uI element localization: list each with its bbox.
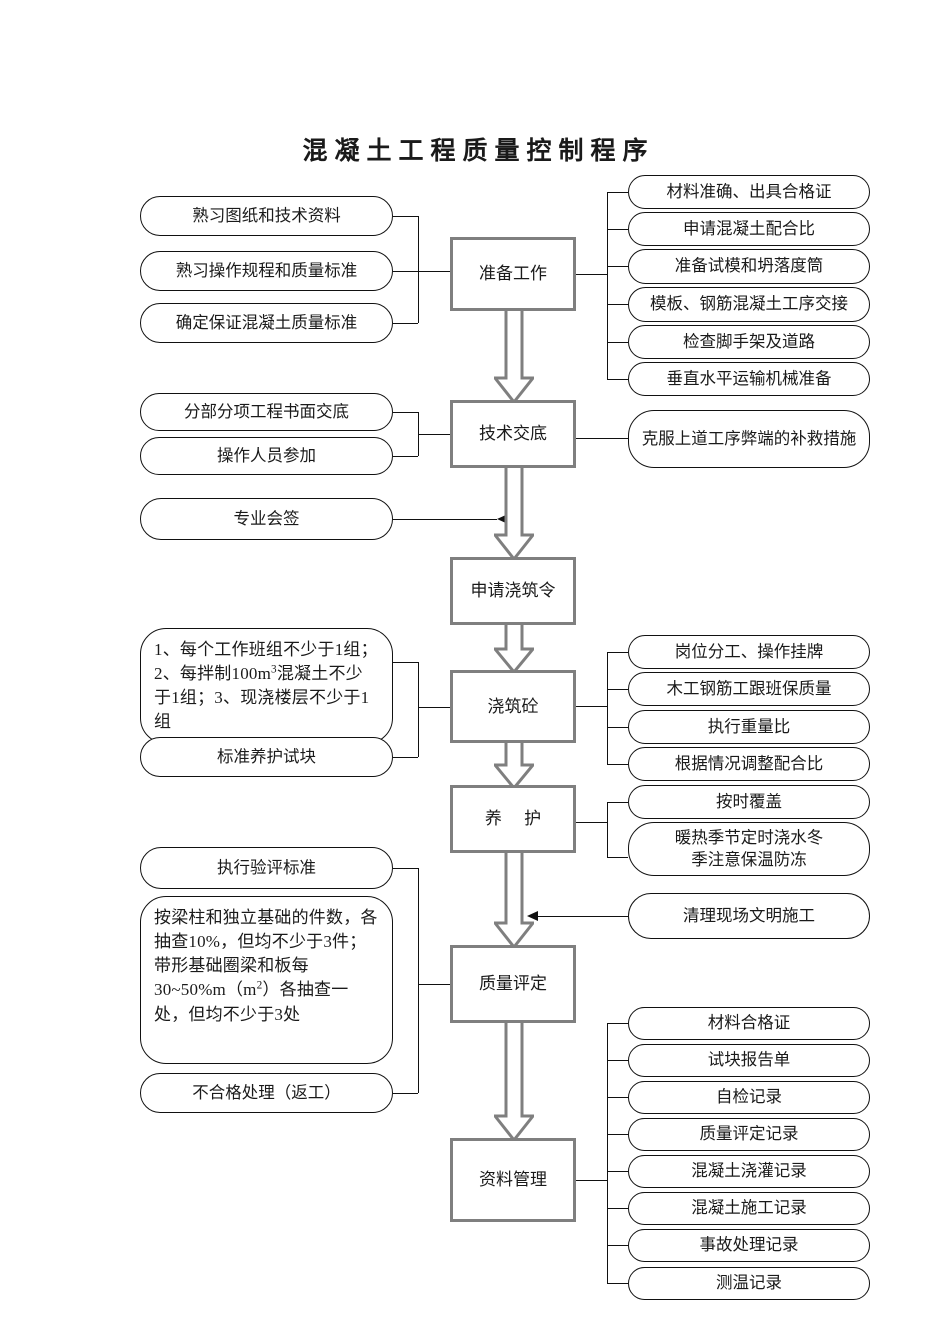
process-box-pour[interactable]: 浇筑砼 [450,670,576,743]
connector-left-prep-1 [393,216,418,217]
connector-left-prep-2 [393,271,450,272]
page-title: 混凝土工程质量控制程序 [302,138,655,165]
right-item-cure-1[interactable]: 按时覆盖 [628,785,870,819]
connector-right-archive-main [576,1180,607,1181]
connector-right-prep-6 [607,379,628,380]
connector-right-pour-main [576,706,607,707]
right-item-archive-2[interactable]: 试块报告单 [628,1044,870,1077]
right-item-archive-3[interactable]: 自检记录 [628,1081,870,1114]
connector-left-tech-main [418,434,450,435]
connector-right-cure-2 [607,857,628,858]
right-item-pour-2[interactable]: 木工钢筋工跟班保质量 [628,672,870,706]
right-item-prep-4[interactable]: 模板、钢筋混凝土工序交接 [628,287,870,322]
left-item-tech-1[interactable]: 分部分项工程书面交底 [140,393,393,431]
connector-right-prep-1 [607,192,628,193]
left-item-quality-3[interactable]: 不合格处理（返工） [140,1073,393,1113]
right-item-archive-8[interactable]: 测温记录 [628,1267,870,1300]
right-item-pour-1[interactable]: 岗位分工、操作挂牌 [628,635,870,669]
connector-left-prep-3 [393,323,418,324]
connector-right-prep-5 [607,342,628,343]
connector-right-pour-4 [607,764,628,765]
left-item-tech-2[interactable]: 操作人员参加 [140,437,393,475]
right-item-cure-2[interactable]: 暖热季节定时浇水冬季注意保温防冻 [628,822,870,876]
left-item-prep-3[interactable]: 确定保证混凝土质量标准 [140,303,393,343]
connector-left-pour-2 [393,757,418,758]
connector-right-pour-2 [607,689,628,690]
connector-right-archive-1 [607,1023,628,1024]
connector-left-tech-1 [393,412,418,413]
right-item-archive-6[interactable]: 混凝土施工记录 [628,1192,870,1225]
right-item-pour-4[interactable]: 根据情况调整配合比 [628,747,870,781]
connector-left-tech-spine [418,412,419,456]
connector-right-cure-spine [607,802,608,857]
connector-right-cure-main [576,822,607,823]
arrowhead-signoff [497,514,508,524]
block-arrow-cure-to-quality [494,850,534,949]
connector-left-tech-2 [393,456,418,457]
process-box-prep[interactable]: 准备工作 [450,237,576,311]
connector-right-prep-spine [607,192,608,379]
connector-right-archive-7 [607,1245,628,1246]
connector-left-quality-2 [393,1093,418,1094]
connector-right-pour-1 [607,652,628,653]
left-item-quality-1[interactable]: 执行验评标准 [140,847,393,889]
left-item-pour-2[interactable]: 标准养护试块 [140,737,393,777]
left-item-prep-2[interactable]: 熟习操作规程和质量标准 [140,251,393,291]
connector-right-archive-2 [607,1060,628,1061]
connector-cleanup-arrow [533,916,628,917]
connector-right-archive-spine [607,1023,608,1283]
right-item-archive-7[interactable]: 事故处理记录 [628,1229,870,1262]
connector-left-pour-1 [393,662,418,663]
connector-right-prep-main [576,274,607,275]
connector-right-pour-spine [607,652,608,764]
right-item-prep-3[interactable]: 准备试模和坍落度筒 [628,249,870,284]
connector-right-archive-4 [607,1134,628,1135]
block-arrow-pour-to-cure [494,740,534,790]
right-item-archive-1[interactable]: 材料合格证 [628,1007,870,1040]
left-item-prep-1[interactable]: 熟习图纸和技术资料 [140,196,393,236]
right-item-tech-1[interactable]: 克服上道工序弊端的补救措施 [628,410,870,468]
block-arrow-prep-to-tech [494,308,534,404]
connector-right-prep-4 [607,304,628,305]
connector-left-pour-main [418,707,450,708]
connector-left-pour-spine [418,662,419,757]
block-arrow-quality-to-archive [494,1020,534,1142]
connector-right-prep-2 [607,229,628,230]
right-item-pour-3[interactable]: 执行重量比 [628,710,870,744]
connector-left-prep-spine [418,216,419,323]
connector-right-pour-3 [607,727,628,728]
connector-left-quality-main [418,984,450,985]
left-item-quality-2[interactable]: 按梁柱和独立基础的件数，各抽查10%，但均不少于3件；带形基础圈梁和板每30~5… [140,896,393,1064]
arrowhead-cleanup [527,911,538,921]
process-box-archive[interactable]: 资料管理 [450,1138,576,1222]
process-box-quality[interactable]: 质量评定 [450,945,576,1023]
right-item-prep-5[interactable]: 检查脚手架及道路 [628,325,870,359]
process-box-apply[interactable]: 申请浇筑令 [450,557,576,625]
process-box-tech[interactable]: 技术交底 [450,400,576,468]
right-item-prep-6[interactable]: 垂直水平运输机械准备 [628,362,870,396]
connector-right-cure-1 [607,802,628,803]
connector-left-quality-spine [418,868,419,1093]
connector-right-archive-6 [607,1208,628,1209]
connector-right-tech-main [576,438,628,439]
right-item-prep-1[interactable]: 材料准确、出具合格证 [628,175,870,209]
block-arrow-apply-to-pour [494,622,534,674]
connector-right-archive-5 [607,1171,628,1172]
left-item-signoff[interactable]: 专业会签 [140,498,393,540]
right-item-archive-5[interactable]: 混凝土浇灌记录 [628,1155,870,1188]
connector-left-quality-1 [393,868,418,869]
right-item-archive-4[interactable]: 质量评定记录 [628,1118,870,1151]
connector-right-archive-3 [607,1097,628,1098]
connector-signoff-arrow [393,519,497,520]
connector-right-archive-8 [607,1283,628,1284]
right-item-quality-1[interactable]: 清理现场文明施工 [628,893,870,939]
process-box-cure[interactable]: 养 护 [450,785,576,853]
right-item-prep-2[interactable]: 申请混凝土配合比 [628,212,870,246]
connector-right-prep-3 [607,266,628,267]
block-arrow-tech-to-apply [494,465,534,561]
left-item-pour-1[interactable]: 1、每个工作班组不少于1组；2、每拌制100m3混凝土不少于1组；3、现浇楼层不… [140,628,393,744]
